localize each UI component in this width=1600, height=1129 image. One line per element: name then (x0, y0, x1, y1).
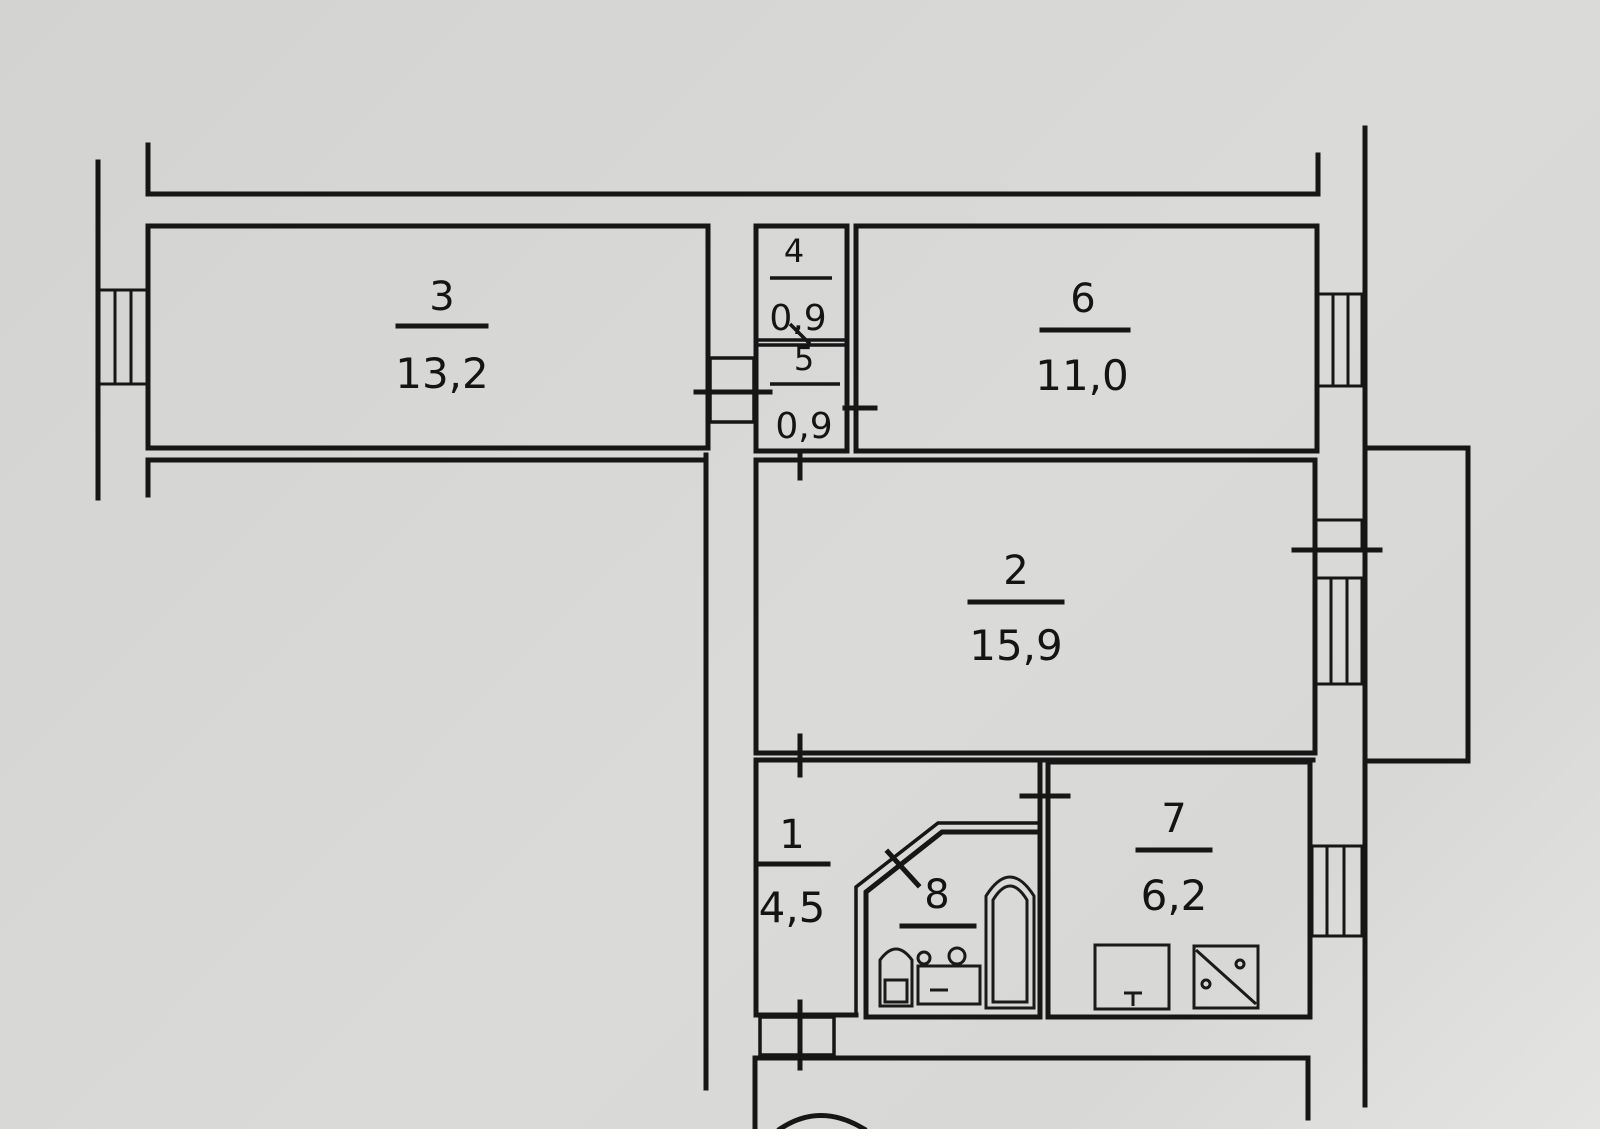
room-5-number: 5 (794, 340, 814, 378)
doors (693, 322, 1383, 1071)
room-8-number: 8 (924, 872, 949, 918)
room-outlines (145, 223, 1320, 1020)
kitchen-sink-icon (1093, 943, 1171, 1011)
room-4-number: 4 (784, 232, 804, 270)
toilet-icon (878, 947, 914, 1008)
room-4-label: 4 0,9 (769, 232, 832, 339)
room-2-number: 2 (1003, 548, 1028, 594)
room-7-label: 7 6,2 (1135, 796, 1213, 920)
room-7-outline (1045, 759, 1313, 1020)
room-3-label: 3 13,2 (395, 274, 489, 398)
room-3-area: 13,2 (395, 349, 489, 398)
room-5-area: 0,9 (775, 406, 832, 447)
room-6-outline (853, 223, 1320, 454)
room-6-label: 6 11,0 (1035, 276, 1131, 400)
fixtures (776, 875, 1260, 1129)
room-1-number: 1 (779, 812, 804, 858)
windows (96, 288, 1364, 938)
room-6-number: 6 (1070, 276, 1095, 322)
walls (95, 125, 1471, 1129)
room-4-area: 0,9 (769, 298, 826, 339)
room-5-label: 5 0,9 (770, 340, 840, 447)
room-6-area: 11,0 (1035, 351, 1129, 400)
room-8-label: 8 (899, 872, 977, 929)
room-1-label: 1 4,5 (755, 812, 831, 932)
room-1-area: 4,5 (759, 883, 826, 932)
room-7-number: 7 (1161, 796, 1186, 842)
room-2-label: 2 15,9 (967, 548, 1065, 670)
stair-icon (776, 1113, 868, 1129)
room-2-area: 15,9 (969, 621, 1063, 670)
room-3-outline (145, 223, 711, 451)
stove-icon (1192, 944, 1260, 1010)
sink-icon (916, 964, 982, 1006)
room-3-number: 3 (429, 274, 454, 320)
bathtub-icon (984, 875, 1036, 1010)
room-2-outline (753, 457, 1318, 756)
room-7-area: 6,2 (1141, 871, 1208, 920)
